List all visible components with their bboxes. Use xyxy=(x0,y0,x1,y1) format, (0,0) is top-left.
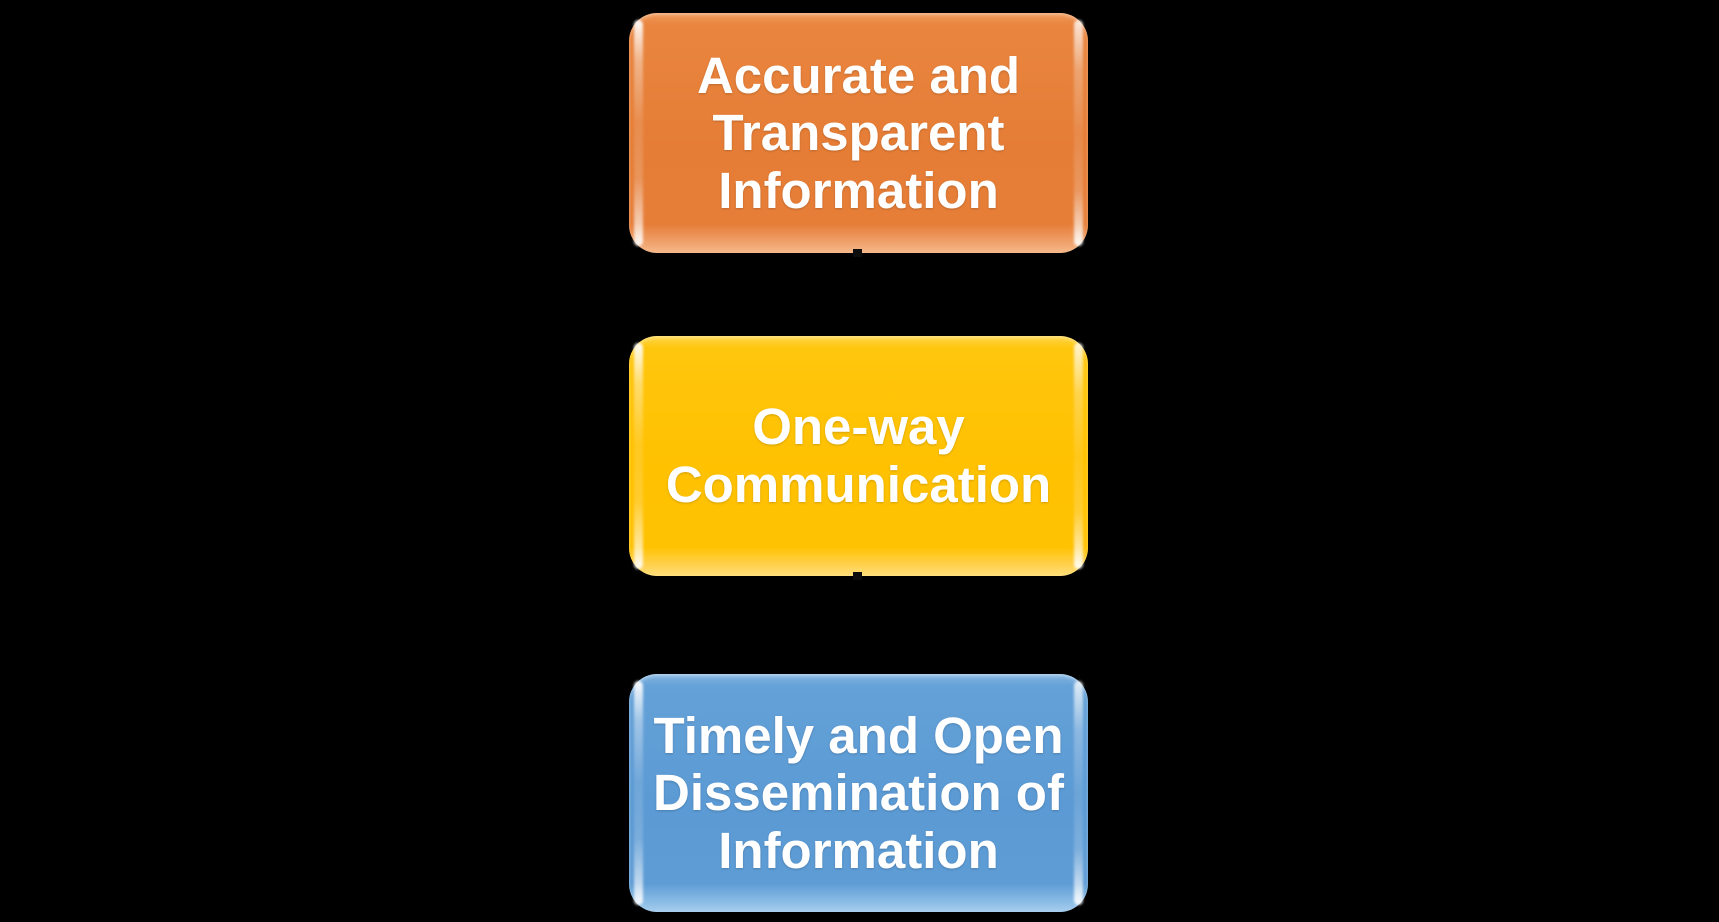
diagram-box-accurate-transparent-information: Accurate and Transparent Information xyxy=(629,13,1088,253)
connector-stub-top xyxy=(853,249,862,257)
box-label-accurate-transparent-information: Accurate and Transparent Information xyxy=(696,46,1021,219)
connector-stub-bottom xyxy=(853,572,862,580)
diagram-box-timely-open-dissemination: Timely and Open Dissemination of Informa… xyxy=(629,674,1088,912)
diagram-box-one-way-communication: One-way Communication xyxy=(629,336,1088,576)
box-label-timely-open-dissemination: Timely and Open Dissemination of Informa… xyxy=(653,706,1064,879)
box-label-one-way-communication: One-way Communication xyxy=(665,398,1052,513)
